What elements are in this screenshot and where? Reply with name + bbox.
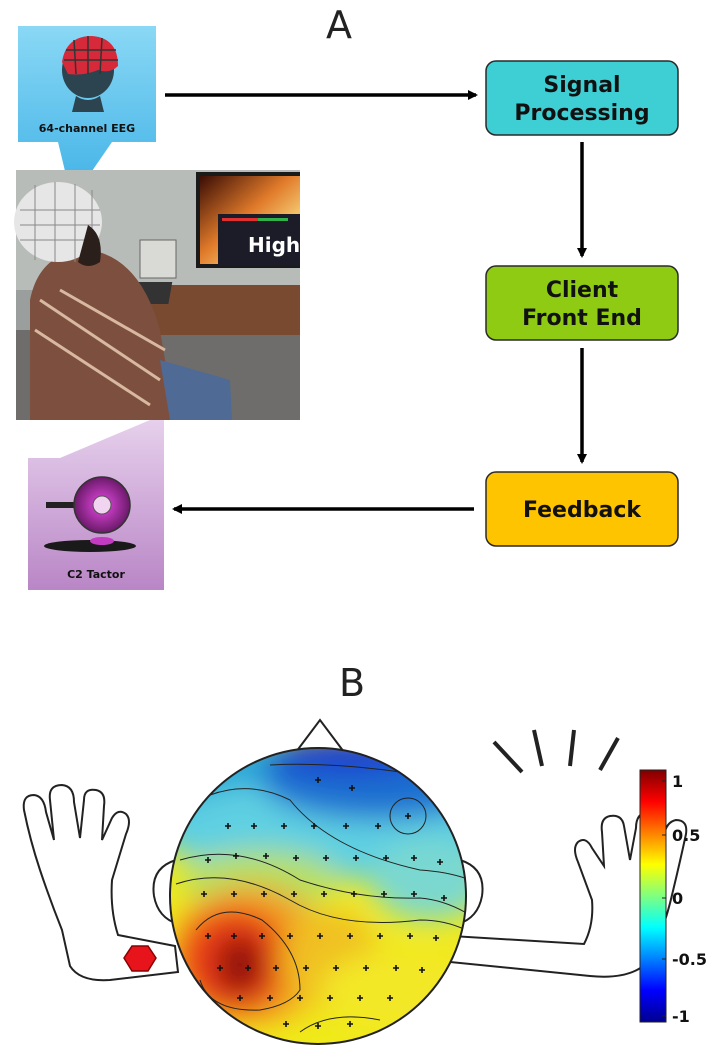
electrode-marker xyxy=(347,1021,353,1027)
electrode-marker xyxy=(283,1021,289,1027)
electrode-marker xyxy=(237,995,243,1001)
signal-processing-line-2: Processing xyxy=(514,101,649,126)
electrode-marker xyxy=(377,933,383,939)
electrode-marker xyxy=(217,965,223,971)
colorbar-gradient xyxy=(639,769,667,1023)
eeg-label: 64-channel EEG xyxy=(39,122,135,135)
electrode-marker xyxy=(293,855,299,861)
electrode-marker xyxy=(407,933,413,939)
electrode-marker xyxy=(225,823,231,829)
eeg-cap-head-icon xyxy=(62,36,118,112)
electrode-marker xyxy=(317,933,323,939)
electrode-marker xyxy=(381,891,387,897)
electrode-marker xyxy=(411,891,417,897)
electrode-marker xyxy=(387,995,393,1001)
electrode-marker xyxy=(333,965,339,971)
signal-processing-line-1: Signal xyxy=(543,73,620,98)
electrode-marker xyxy=(383,855,389,861)
electrode-marker xyxy=(263,853,269,859)
client-front-end-box-shape xyxy=(485,265,679,341)
electrode-marker xyxy=(405,813,411,819)
electrode-marker xyxy=(233,853,239,859)
signal-processing-box-shape xyxy=(485,60,679,136)
left-hand-illustration xyxy=(22,783,180,982)
panel-a-letter: A xyxy=(326,3,352,47)
electrode-marker xyxy=(273,965,279,971)
electrode-marker xyxy=(311,823,317,829)
electrode-marker xyxy=(291,891,297,897)
electrode-marker xyxy=(297,995,303,1001)
electrode-marker xyxy=(323,855,329,861)
eeg-topography-map xyxy=(169,747,467,1045)
electrode-marker xyxy=(259,933,265,939)
client-front-end-line-2: Front End xyxy=(522,306,642,331)
electrode-marker xyxy=(343,823,349,829)
electrode-marker xyxy=(231,933,237,939)
screen-feedback-text: High xyxy=(248,233,300,257)
colorbar-tick-label: -1 xyxy=(672,1007,690,1026)
signal-processing-box: Signal Processing xyxy=(485,60,679,136)
tactor-callout: C2 Tactor xyxy=(28,420,164,590)
electrode-marker xyxy=(351,891,357,897)
electrode-marker xyxy=(287,933,293,939)
electrode-grid xyxy=(201,777,447,1029)
feedback-box-shape xyxy=(485,471,679,547)
client-front-end-line-1: Client xyxy=(546,278,619,303)
electrode-marker xyxy=(393,965,399,971)
colorbar-tick-label: -0.5 xyxy=(672,950,707,969)
electrode-marker xyxy=(267,995,273,1001)
electrode-marker xyxy=(281,823,287,829)
colorbar-tick-label: 0 xyxy=(672,889,683,908)
electrode-marker xyxy=(353,855,359,861)
electrode-marker xyxy=(327,995,333,1001)
electrode-marker xyxy=(251,823,257,829)
electrode-marker xyxy=(375,823,381,829)
electrode-marker xyxy=(437,859,443,865)
electrode-marker xyxy=(315,1023,321,1029)
electrode-marker xyxy=(357,995,363,1001)
electrode-marker xyxy=(231,891,237,897)
electrode-marker xyxy=(411,855,417,861)
electrode-marker xyxy=(245,965,251,971)
electrode-marker xyxy=(321,891,327,897)
electrode-marker xyxy=(205,857,211,863)
panel-b-letter: B xyxy=(339,661,365,705)
electrode-marker xyxy=(303,965,309,971)
feedback-line-1: Feedback xyxy=(523,498,642,523)
electrode-marker xyxy=(201,891,207,897)
colorbar-tick-label: 1 xyxy=(672,772,683,791)
tactor-label: C2 Tactor xyxy=(67,568,125,581)
electrode-marker xyxy=(315,777,321,783)
electrode-marker xyxy=(261,891,267,897)
subject-photo: High xyxy=(14,170,300,420)
electrode-marker xyxy=(205,933,211,939)
colorbar: 1 0.5 0 -0.5 -1 xyxy=(639,769,707,1026)
electrode-marker xyxy=(347,933,353,939)
electrode-marker xyxy=(441,895,447,901)
electrode-marker xyxy=(419,967,425,973)
electrode-marker xyxy=(363,965,369,971)
colorbar-tick-label: 0.5 xyxy=(672,826,700,845)
head-outline xyxy=(169,747,467,1045)
right-hand-illustration xyxy=(448,729,688,978)
eeg-callout: 64-channel EEG xyxy=(18,26,156,200)
client-front-end-box: Client Front End xyxy=(485,265,679,341)
electrode-marker xyxy=(433,935,439,941)
nose-marker xyxy=(295,718,345,753)
electrode-marker xyxy=(349,785,355,791)
feedback-box: Feedback xyxy=(485,471,679,547)
tactor-device-icon xyxy=(44,476,136,552)
tactor-position-marker xyxy=(123,945,157,972)
